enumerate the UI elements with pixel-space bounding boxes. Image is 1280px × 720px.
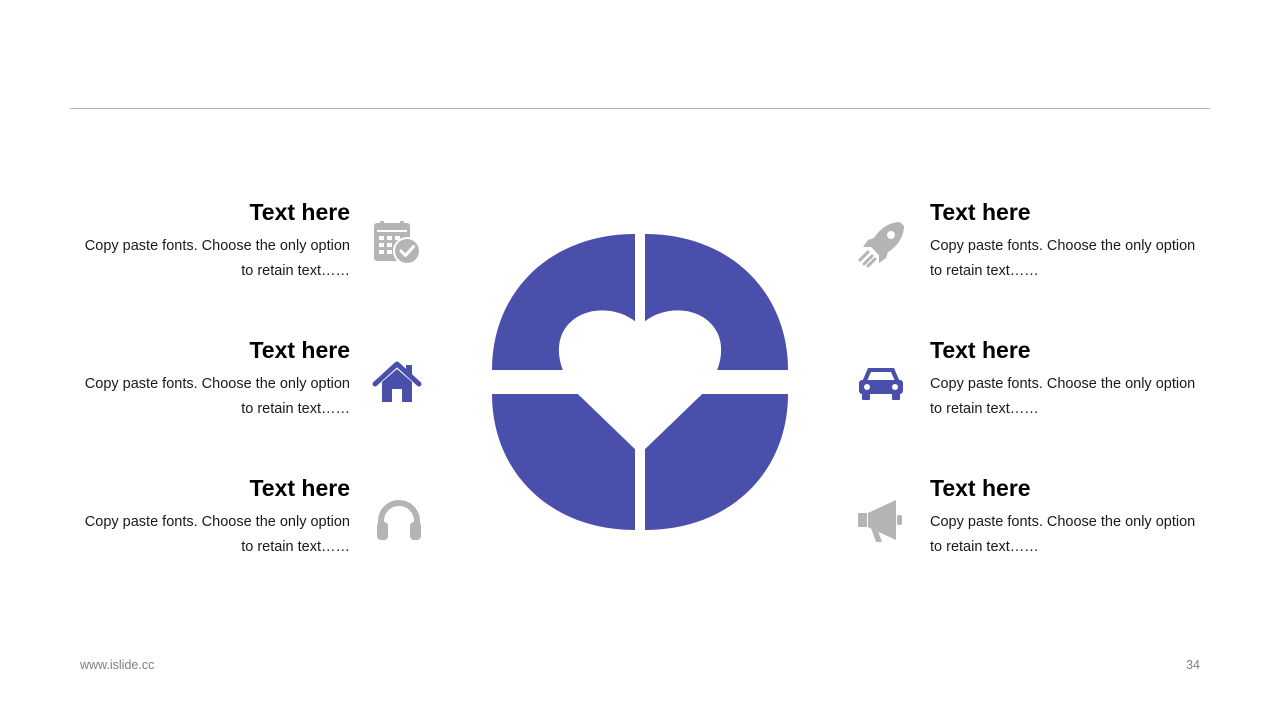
left-item-2: Text here Copy paste fonts. Choose the o… (60, 336, 350, 422)
right-item-1: Text here Copy paste fonts. Choose the o… (930, 198, 1220, 284)
left-item-1-line-2: to retain text…… (241, 263, 350, 279)
right-item-1-text: Copy paste fonts. Choose the only option… (930, 234, 1220, 284)
right-item-3-text: Copy paste fonts. Choose the only option… (930, 510, 1220, 560)
right-item-1-title: Text here (930, 199, 1031, 225)
calendar-clock-icon (372, 220, 422, 270)
top-divider (70, 108, 1210, 109)
headphones-icon (374, 496, 424, 546)
house-icon (372, 358, 422, 408)
left-item-1: Text here Copy paste fonts. Choose the o… (60, 198, 350, 284)
footer-website: www.islide.cc (80, 658, 155, 672)
left-item-2-title: Text here (249, 337, 350, 363)
bottom-right-quadrant (645, 394, 788, 530)
bottom-left-quadrant (492, 394, 635, 530)
megaphone-icon (856, 496, 906, 546)
right-item-1-line-2: to retain text…… (930, 263, 1039, 279)
right-item-3-title: Text here (930, 475, 1031, 501)
right-item-1-line-1: Copy paste fonts. Choose the only option (930, 238, 1196, 254)
left-item-3-line-2: to retain text…… (241, 539, 350, 555)
right-item-3-line-2: to retain text…… (930, 539, 1039, 555)
left-item-1-line-1: Copy paste fonts. Choose the only option (84, 238, 350, 254)
right-item-2-title: Text here (930, 337, 1031, 363)
heart-circle-graphic (492, 234, 788, 530)
left-item-3-line-1: Copy paste fonts. Choose the only option (84, 514, 350, 530)
left-item-3: Text here Copy paste fonts. Choose the o… (60, 474, 350, 560)
right-item-3-line-1: Copy paste fonts. Choose the only option (930, 514, 1196, 530)
left-item-2-line-2: to retain text…… (241, 401, 350, 417)
right-item-2-line-1: Copy paste fonts. Choose the only option (930, 376, 1196, 392)
car-icon (856, 358, 906, 408)
right-item-2: Text here Copy paste fonts. Choose the o… (930, 336, 1220, 422)
rocket-icon (856, 220, 906, 270)
page-number: 34 (1186, 658, 1200, 672)
left-item-3-title: Text here (249, 475, 350, 501)
right-item-3: Text here Copy paste fonts. Choose the o… (930, 474, 1220, 560)
left-item-2-text: Copy paste fonts. Choose the only option… (60, 372, 350, 422)
right-item-2-text: Copy paste fonts. Choose the only option… (930, 372, 1220, 422)
left-item-1-title: Text here (249, 199, 350, 225)
left-item-3-text: Copy paste fonts. Choose the only option… (60, 510, 350, 560)
right-item-2-line-2: to retain text…… (930, 401, 1039, 417)
left-item-2-line-1: Copy paste fonts. Choose the only option (84, 376, 350, 392)
heart-icon (558, 310, 722, 454)
left-item-1-text: Copy paste fonts. Choose the only option… (60, 234, 350, 284)
